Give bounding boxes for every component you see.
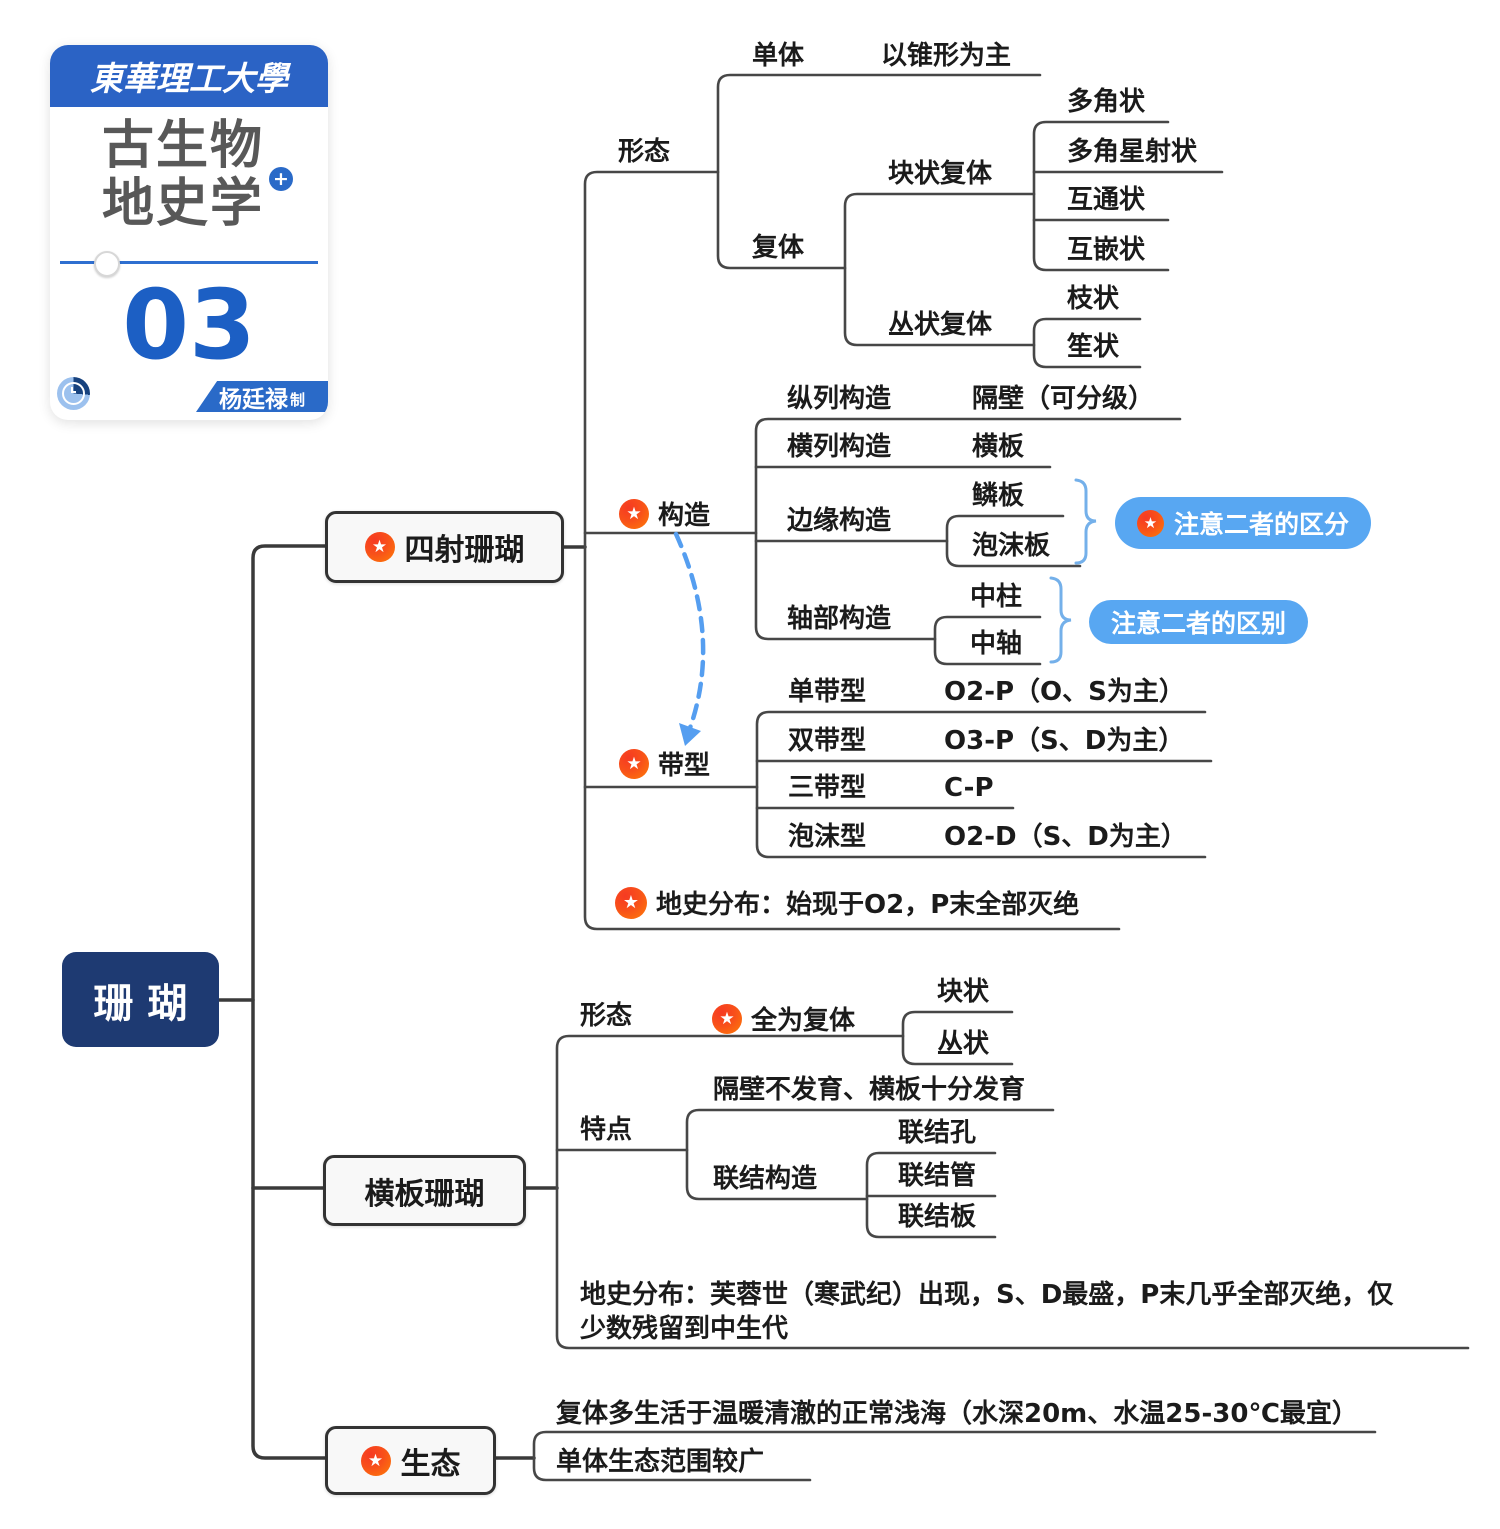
label-cystose-zone[interactable]: 泡沫型 bbox=[788, 822, 867, 852]
label-structure[interactable]: 构造 bbox=[619, 495, 710, 532]
topic-ecology-label: 生态 bbox=[400, 1446, 461, 1482]
label-branching[interactable]: 枝状 bbox=[1067, 284, 1120, 314]
star-icon bbox=[619, 748, 649, 779]
label-double-zone[interactable]: 双带型 bbox=[788, 726, 867, 756]
root-topic-coral[interactable]: 珊瑚 bbox=[62, 952, 219, 1047]
label-rugosa-distribution[interactable]: 地史分布：始现于O2，P末全部灭绝 bbox=[615, 884, 1079, 921]
label-tabulata-morphology[interactable]: 形态 bbox=[580, 1001, 633, 1031]
label-longitudinal-structure[interactable]: 纵列构造 bbox=[787, 384, 892, 414]
star-icon bbox=[712, 1003, 742, 1034]
label-triple-zone[interactable]: 三带型 bbox=[788, 773, 867, 803]
brace-icons bbox=[1049, 478, 1097, 664]
label-cystose-zone-range[interactable]: O2-D（S、D为主） bbox=[944, 822, 1187, 852]
label-transverse-structure[interactable]: 横列构造 bbox=[787, 432, 892, 462]
label-dissepiment[interactable]: 鳞板 bbox=[972, 481, 1025, 511]
label-massive[interactable]: 块状 bbox=[937, 977, 990, 1007]
plus-icon: + bbox=[269, 167, 293, 191]
label-massive-compound[interactable]: 块状复体 bbox=[888, 159, 993, 189]
topic-rugose-label: 四射珊瑚 bbox=[404, 533, 525, 568]
trunk-lines bbox=[217, 544, 587, 1460]
label-single-zone[interactable]: 单带型 bbox=[788, 677, 867, 707]
lesson-number: 03 bbox=[122, 269, 256, 381]
label-connecting-plate[interactable]: 联结板 bbox=[898, 1202, 977, 1232]
label-cystose-plate[interactable]: 泡沫板 bbox=[972, 531, 1051, 561]
divider bbox=[60, 261, 318, 264]
star-icon bbox=[1137, 509, 1164, 537]
callout-distinction[interactable]: 注意二者的区分 bbox=[1115, 497, 1372, 549]
university-banner: 東華理工大學 bbox=[50, 45, 328, 107]
author-ribbon: 杨廷禄 制 bbox=[196, 381, 328, 412]
label-tabulae-value[interactable]: 横板 bbox=[972, 432, 1025, 462]
label-connecting-tube[interactable]: 联结管 bbox=[898, 1161, 977, 1191]
timer-icon bbox=[57, 377, 90, 410]
topic-rugose-coral[interactable]: 四射珊瑚 bbox=[325, 511, 564, 583]
label-zone-type[interactable]: 带型 bbox=[619, 745, 710, 782]
label-solitary[interactable]: 单体 bbox=[752, 41, 805, 71]
label-marginal-structure[interactable]: 边缘构造 bbox=[787, 506, 892, 536]
label-axial-column[interactable]: 中柱 bbox=[970, 582, 1023, 612]
root-topic-label: 珊瑚 bbox=[93, 980, 202, 1027]
label-interembedded[interactable]: 互嵌状 bbox=[1067, 235, 1146, 265]
label-connecting-pore[interactable]: 联结孔 bbox=[898, 1118, 977, 1148]
label-tabulata-distribution-line1[interactable]: 地史分布：芙蓉世（寒武纪）出现，S、D最盛，P末几乎全部灭绝，仅 bbox=[580, 1280, 1394, 1310]
label-features[interactable]: 特点 bbox=[580, 1115, 633, 1145]
topic-tabulate-label: 横板珊瑚 bbox=[364, 1176, 485, 1212]
course-title-line1: 古生物 bbox=[102, 116, 265, 176]
star-icon bbox=[364, 532, 395, 562]
course-title-line2: 地史学 bbox=[102, 174, 265, 234]
label-double-zone-range[interactable]: O3-P（S、D为主） bbox=[944, 726, 1185, 756]
author-name: 杨廷禄 bbox=[218, 386, 288, 413]
label-interconnected[interactable]: 互通状 bbox=[1067, 185, 1146, 215]
callout-difference[interactable]: 注意二者的区别 bbox=[1089, 600, 1309, 644]
label-connecting-structure[interactable]: 联结构造 bbox=[713, 1164, 818, 1194]
label-septa-value[interactable]: 隔壁（可分级） bbox=[972, 384, 1155, 414]
label-ecology-solitary[interactable]: 单体生态范围较广 bbox=[556, 1447, 765, 1477]
course-title: 古生物 地史学 bbox=[102, 117, 264, 233]
label-ecology-compound[interactable]: 复体多生活于温暖清澈的正常浅海（水深20m、水温25-30℃最宜） bbox=[556, 1399, 1358, 1429]
label-compound[interactable]: 复体 bbox=[752, 233, 805, 263]
brace-icon bbox=[1074, 478, 1097, 565]
university-name: 東華理工大學 bbox=[90, 59, 288, 98]
label-axial-structure[interactable]: 轴部构造 bbox=[787, 604, 892, 634]
divider-knob-icon bbox=[94, 251, 120, 277]
dashed-arrow-icon bbox=[673, 531, 706, 746]
label-axial-rod[interactable]: 中轴 bbox=[970, 629, 1023, 659]
label-rugosa-morphology[interactable]: 形态 bbox=[618, 137, 671, 167]
label-fasciculate-compound[interactable]: 丛状复体 bbox=[888, 310, 993, 340]
label-all-compound[interactable]: 全为复体 bbox=[712, 1000, 855, 1037]
logo-card: 東華理工大學 古生物 地史学 + 03 杨廷禄 制 bbox=[50, 45, 328, 420]
label-polygonal[interactable]: 多角状 bbox=[1067, 87, 1146, 117]
label-triple-zone-range[interactable]: C-P bbox=[944, 773, 994, 803]
label-solitary-value[interactable]: 以锥形为主 bbox=[881, 41, 1012, 71]
label-fasciculate[interactable]: 丛状 bbox=[937, 1029, 990, 1059]
author-suffix: 制 bbox=[289, 390, 305, 409]
label-tabulata-distribution-line2[interactable]: 少数残留到中生代 bbox=[580, 1314, 789, 1344]
label-septa-note[interactable]: 隔壁不发育、横板十分发育 bbox=[713, 1075, 1026, 1105]
topic-tabulate-coral[interactable]: 横板珊瑚 bbox=[323, 1155, 526, 1226]
star-icon bbox=[360, 1445, 391, 1476]
star-icon bbox=[615, 886, 647, 919]
label-single-zone-range[interactable]: O2-P（O、S为主） bbox=[944, 677, 1185, 707]
label-polygonal-radiate[interactable]: 多角星射状 bbox=[1067, 137, 1198, 167]
topic-ecology[interactable]: 生态 bbox=[325, 1426, 496, 1495]
brace-icon bbox=[1049, 576, 1072, 664]
label-organ-pipe[interactable]: 笙状 bbox=[1067, 332, 1120, 362]
star-icon bbox=[619, 498, 649, 529]
